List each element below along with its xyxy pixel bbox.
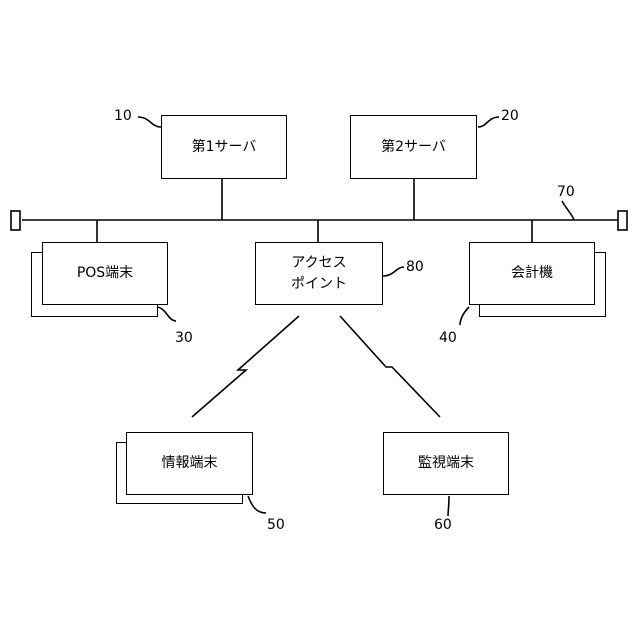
server1-label: 第1サーバ [192, 137, 257, 157]
leader-70 [562, 201, 574, 220]
pos-ref: 30 [175, 331, 193, 345]
info-terminal-label: 情報端末 [162, 453, 218, 473]
access-point-ref: 80 [406, 260, 424, 274]
monitor-label: 監視端末 [418, 453, 474, 473]
access-point-box: アクセス ポイント [255, 242, 383, 305]
pos-box: POS端末 [42, 242, 168, 305]
leader-50 [248, 496, 266, 513]
wireless-link-monitor [340, 316, 440, 417]
leader-20 [478, 117, 499, 127]
server2-box: 第2サーバ [350, 115, 477, 179]
pos-label: POS端末 [77, 263, 133, 283]
bus-terminator-left [11, 211, 20, 230]
access-point-label-line1: アクセス [291, 253, 347, 273]
monitor-ref: 60 [434, 518, 452, 532]
monitor-box: 監視端末 [383, 432, 509, 495]
server1-box: 第1サーバ [161, 115, 287, 179]
accounting-ref: 40 [439, 331, 457, 345]
network-ref: 70 [557, 185, 575, 199]
info-terminal-ref: 50 [267, 518, 285, 532]
leader-60 [448, 496, 449, 516]
server2-label: 第2サーバ [381, 137, 446, 157]
leader-30 [156, 307, 176, 321]
wireless-link-info [192, 316, 299, 417]
leader-10 [138, 117, 161, 127]
bus-terminator-right [618, 211, 627, 230]
server2-ref: 20 [501, 109, 519, 123]
access-point-label-line2: ポイント [291, 274, 347, 294]
leader-40 [460, 307, 469, 325]
accounting-label: 会計機 [511, 263, 553, 283]
info-terminal-box: 情報端末 [126, 432, 253, 495]
server1-ref: 10 [114, 109, 132, 123]
accounting-box: 会計機 [469, 242, 595, 305]
leader-80 [383, 267, 404, 276]
